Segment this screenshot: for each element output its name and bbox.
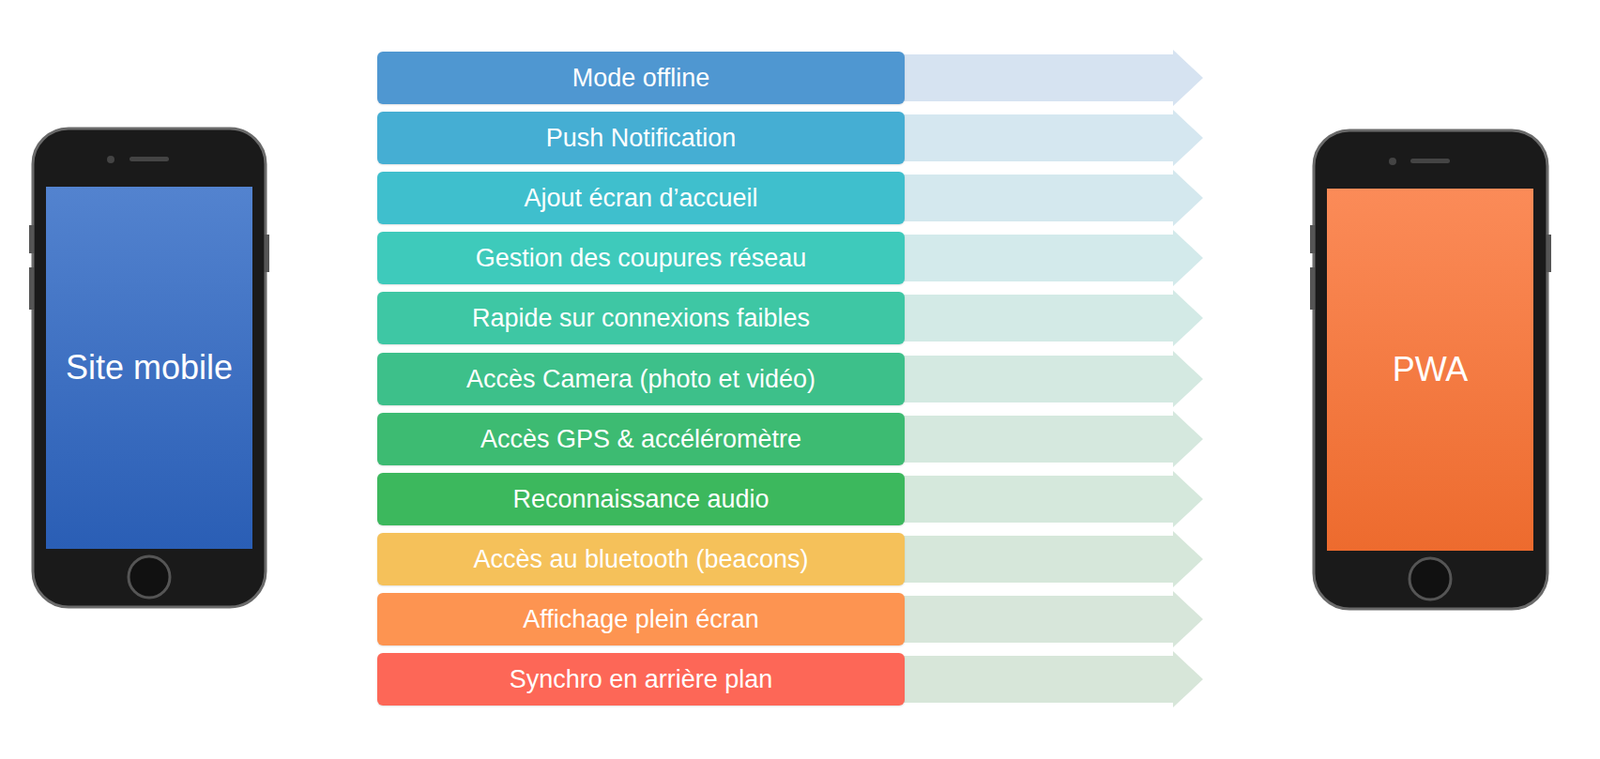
feature-bar: Push Notification (377, 111, 905, 165)
phone-label: Site mobile (65, 343, 233, 393)
feature-arrows (895, 49, 1204, 708)
feature-label: Accès Camera (photo et vidéo) (466, 365, 816, 395)
feature-label: Ajout écran d’accueil (523, 183, 758, 214)
phone-left (29, 128, 270, 608)
phone-right (1310, 130, 1552, 610)
feature-bar: Gestion des coupures réseau (377, 231, 905, 285)
feature-label: Push Notification (546, 123, 737, 153)
feature-label: Accès au bluetooth (beacons) (472, 545, 808, 575)
feature-arrow (895, 531, 1204, 588)
feature-arrow (895, 471, 1204, 528)
feature-arrow (895, 229, 1204, 287)
feature-bar: Synchro en arrière plan (377, 653, 905, 706)
feature-arrow (895, 289, 1204, 347)
feature-arrow (895, 411, 1204, 468)
feature-label: Accès GPS & accéléromètre (480, 425, 802, 455)
feature-arrow (895, 169, 1204, 227)
feature-label: Affichage plein écran (522, 605, 760, 635)
feature-label: Gestion des coupures réseau (475, 243, 808, 274)
phone-screen: Site mobile (45, 186, 253, 549)
feature-arrow (895, 109, 1204, 167)
feature-label: Reconnaissance audio (512, 485, 769, 515)
feature-label: Synchro en arrière plan (509, 665, 774, 695)
feature-bar: Affichage plein écran (377, 593, 905, 646)
feature-arrow (895, 651, 1204, 708)
feature-bar: Accès Camera (photo et vidéo) (377, 352, 905, 406)
feature-bar: Accès au bluetooth (beacons) (377, 533, 905, 586)
feature-arrow (895, 49, 1204, 107)
phone-label: PWA (1392, 345, 1469, 395)
phone-screen: PWA (1326, 188, 1534, 551)
feature-bar: Accès GPS & accéléromètre (377, 412, 905, 466)
feature-bar: Mode offline (377, 51, 905, 105)
feature-arrow (895, 591, 1204, 648)
feature-bar: Rapide sur connexions faibles (377, 291, 905, 345)
feature-bar: Ajout écran d’accueil (377, 171, 905, 225)
feature-bar: Reconnaissance audio (377, 472, 905, 526)
feature-arrow (895, 350, 1204, 408)
feature-label: Rapide sur connexions faibles (472, 304, 810, 334)
feature-label: Mode offline (572, 63, 711, 93)
